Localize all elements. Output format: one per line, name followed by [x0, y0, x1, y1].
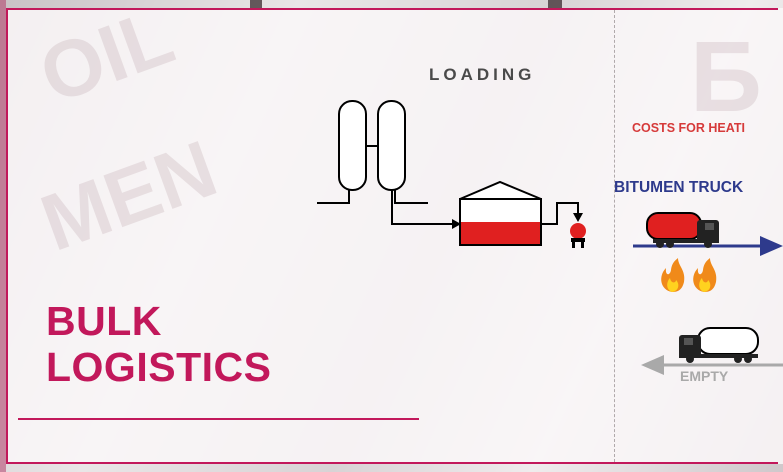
- bitumen-truck-label: BITUMEN TRUCK: [614, 179, 743, 197]
- truck-icon: [679, 328, 758, 363]
- container-icon: [460, 182, 583, 245]
- fire-icon: [693, 258, 716, 292]
- empty-label: EMPTY: [680, 368, 728, 384]
- storage-tank-icon: [317, 101, 461, 229]
- fire-icon: [661, 258, 684, 292]
- loading-point-icon: [570, 223, 586, 248]
- costs-label: COSTS FOR HEATI: [632, 121, 745, 135]
- title-line-1: BULK: [46, 298, 271, 344]
- title-underline: [18, 418, 419, 420]
- truck-icon: [647, 213, 719, 248]
- page-title: BULK LOGISTICS: [46, 298, 271, 390]
- title-line-2: LOGISTICS: [46, 344, 271, 390]
